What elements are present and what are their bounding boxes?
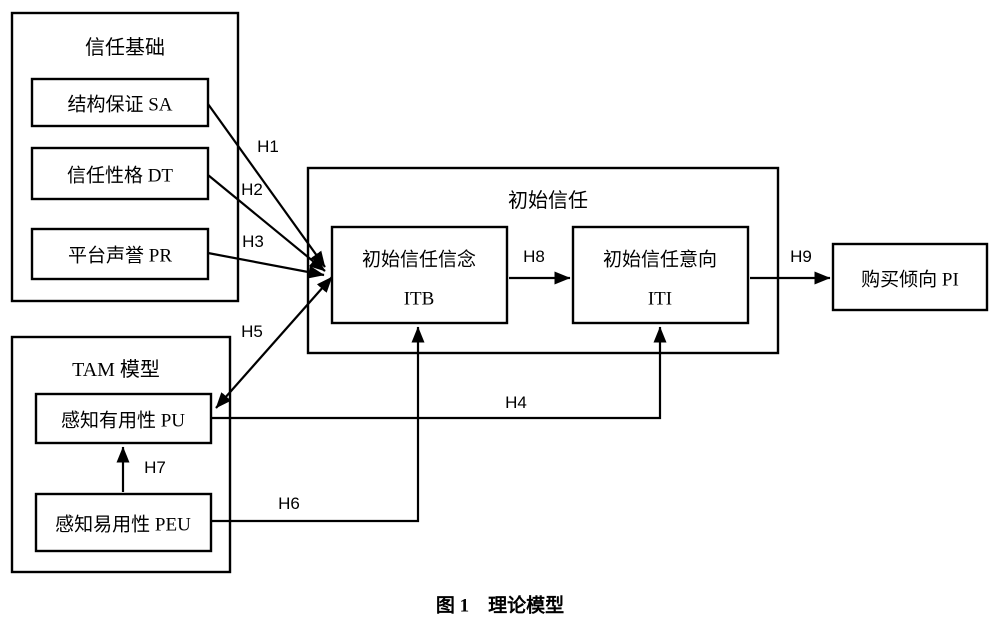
initial-trust-intention-abbr: ITI — [648, 289, 672, 310]
initial-trust-intention-box — [571, 225, 750, 325]
arrow-h5 — [215, 276, 333, 409]
platform-reputation-label: 平台声誉 PR — [68, 245, 172, 267]
initial-trust-belief-box — [330, 225, 509, 325]
trust-foundation-box — [10, 11, 240, 303]
initial-trust-box — [306, 166, 780, 355]
initial-trust-intention-name: 初始信任意向 — [603, 249, 717, 271]
initial-trust-belief-name: 初始信任信念 — [362, 248, 476, 271]
arrow-h4 — [212, 326, 667, 420]
structural-assurance-label: 结构保证 SA — [67, 94, 172, 116]
perceived-usefulness-box — [34, 392, 213, 445]
perceived-usefulness-label: 感知有用性 PU — [61, 410, 185, 432]
tam-box — [10, 335, 232, 574]
initial-trust-title: 初始信任 — [508, 189, 588, 212]
purchase-intention-box — [831, 242, 989, 312]
label-h7: H7 — [144, 458, 166, 477]
arrow-h2 — [207, 174, 326, 272]
arrow-h6 — [212, 326, 425, 523]
arrow-h3 — [207, 251, 325, 279]
structural-assurance-box — [30, 77, 210, 128]
figure-caption: 图 1 理论模型 — [436, 594, 564, 617]
disposition-to-trust-label: 信任性格 DT — [67, 165, 173, 187]
perceived-ease-of-use-box — [34, 492, 213, 553]
label-h1: H1 — [257, 137, 279, 156]
label-h2: H2 — [241, 180, 263, 199]
purchase-intention-label: 购买倾向 PI — [861, 269, 959, 291]
label-h6: H6 — [278, 494, 300, 513]
tam-title: TAM 模型 — [72, 358, 160, 381]
label-h3: H3 — [242, 232, 264, 251]
initial-trust-belief-abbr: ITB — [404, 289, 435, 310]
label-h4: H4 — [505, 393, 527, 412]
perceived-ease-of-use-label: 感知易用性 PEU — [55, 514, 191, 536]
label-h8: H8 — [523, 247, 545, 266]
arrow-h1 — [207, 103, 326, 268]
label-h5: H5 — [241, 322, 263, 341]
label-h9: H9 — [790, 247, 812, 266]
trust-foundation-title: 信任基础 — [85, 36, 165, 59]
disposition-to-trust-box — [30, 146, 210, 201]
